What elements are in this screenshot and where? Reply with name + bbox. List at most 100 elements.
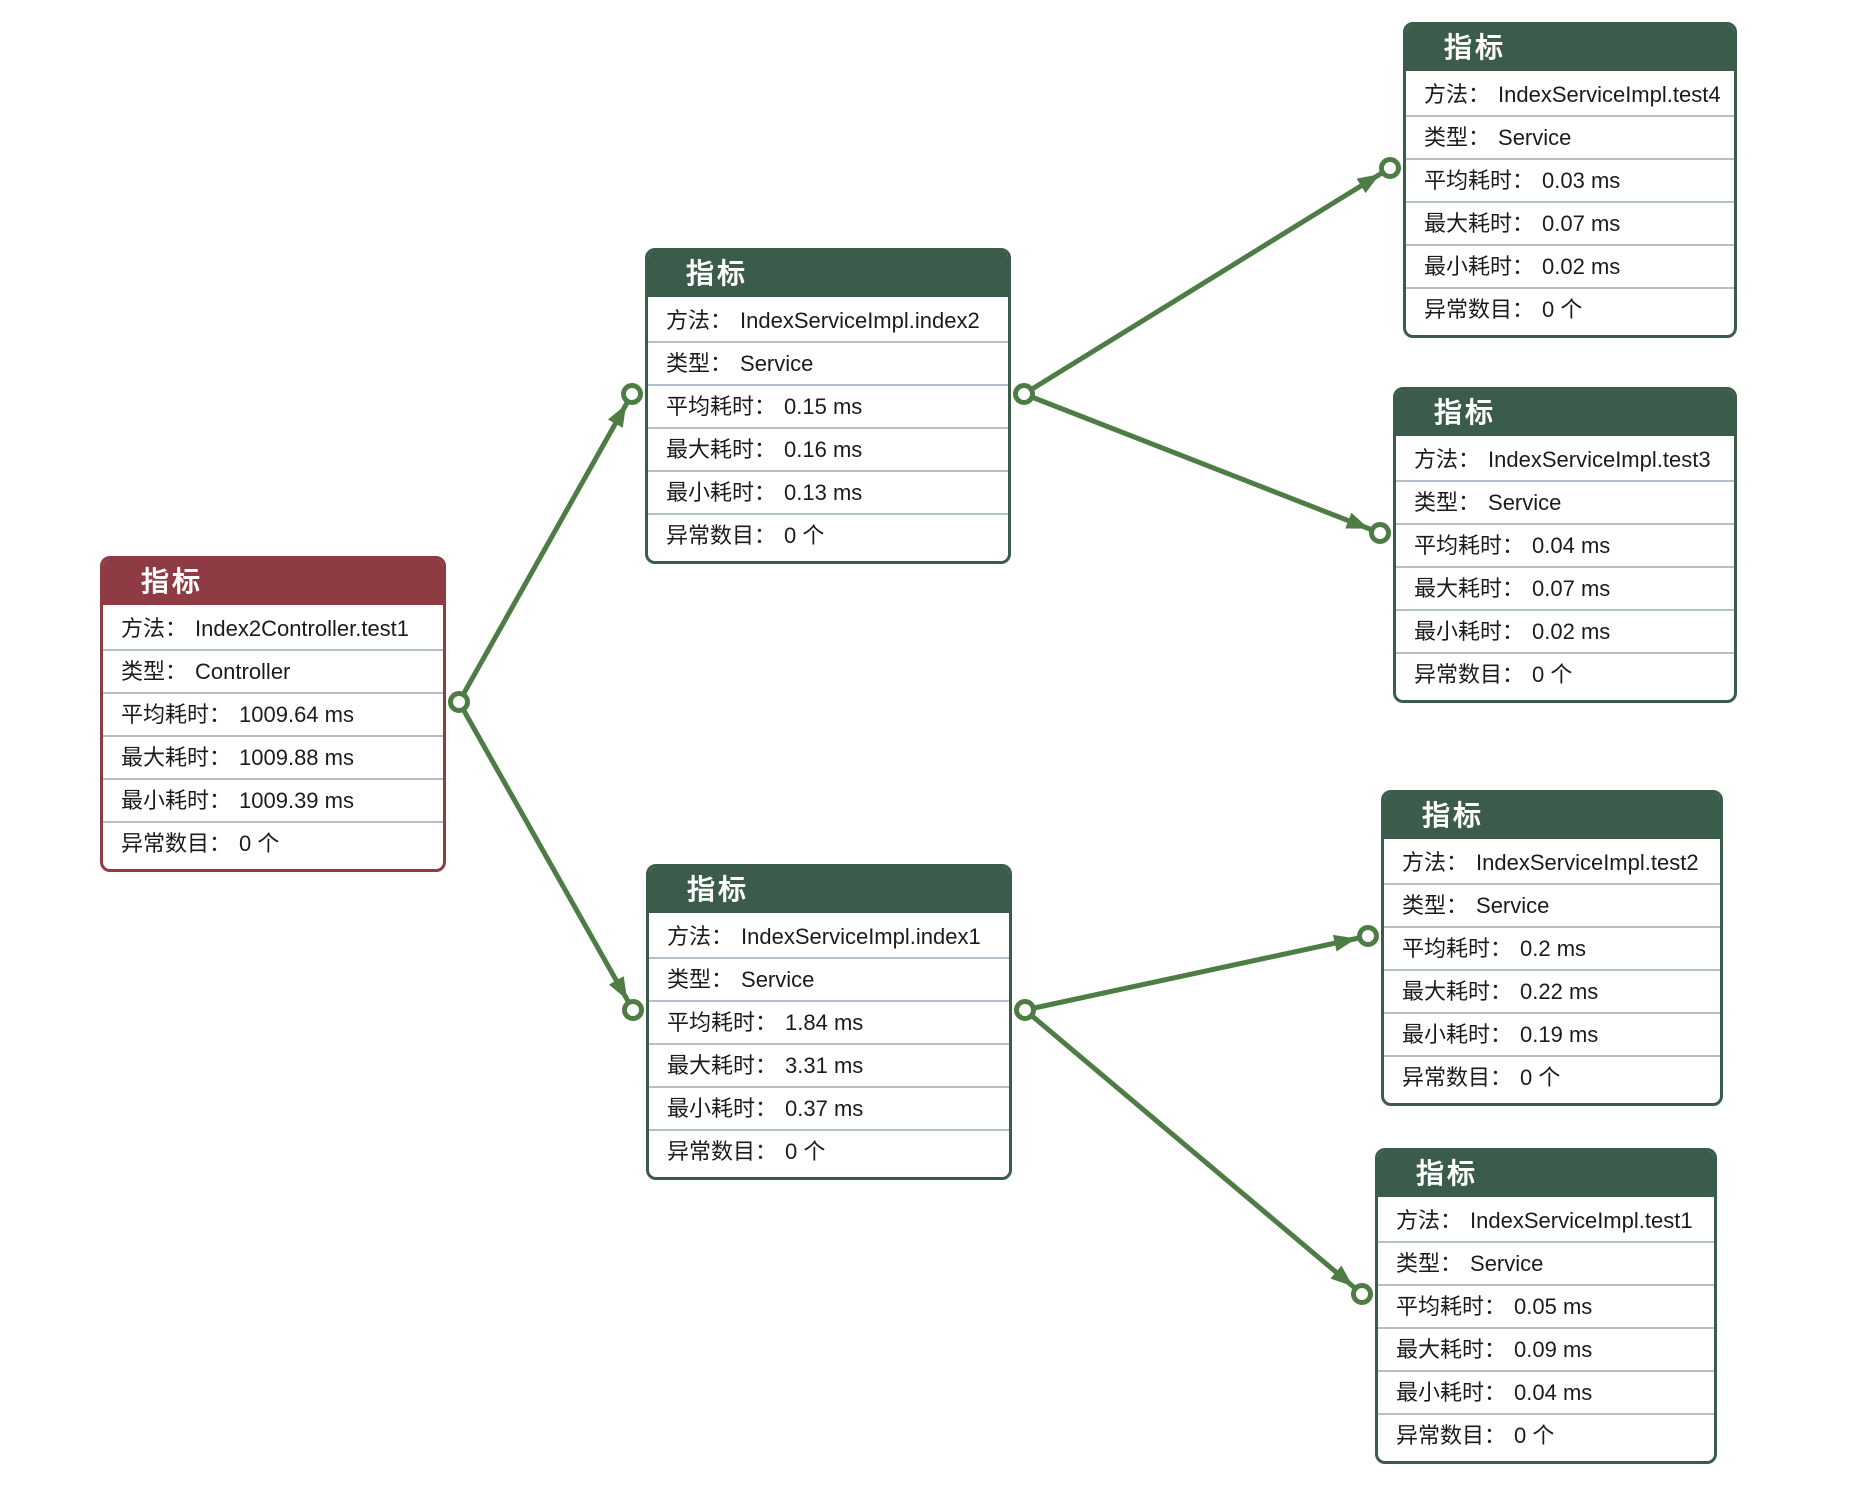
metric-value: 0 个 bbox=[784, 523, 825, 548]
metric-card-service-index2[interactable]: 指标 方法：IndexServiceImpl.index2 类型： Service… bbox=[645, 248, 1011, 564]
metric-value: IndexServiceImpl.test2 bbox=[1476, 850, 1699, 875]
metric-value: 0.19 ms bbox=[1520, 1022, 1599, 1047]
metric-label: 异常数目： bbox=[667, 1139, 778, 1164]
metric-label: 方法： bbox=[1414, 447, 1481, 472]
metric-row-avg: 平均耗时： 1.84 ms bbox=[649, 1002, 1009, 1045]
metric-label: 平均耗时： bbox=[667, 1010, 778, 1035]
card-body: 方法：IndexServiceImpl.test2 类型：Service 平均耗… bbox=[1384, 839, 1720, 1103]
metric-label: 平均耗时： bbox=[1424, 168, 1535, 193]
metric-label: 类型： bbox=[667, 967, 734, 992]
metric-value: 0.09 ms bbox=[1514, 1337, 1593, 1362]
metric-value: IndexServiceImpl.index1 bbox=[741, 924, 981, 949]
metric-value: 0 个 bbox=[1542, 297, 1583, 322]
metric-value: 0.04 ms bbox=[1514, 1380, 1593, 1405]
metric-row-method: 方法： Index2Controller.test1 bbox=[103, 608, 443, 651]
metric-row-method: 方法： IndexServiceImpl.index1 bbox=[649, 916, 1009, 959]
metric-label: 类型： bbox=[1396, 1251, 1463, 1276]
metric-label: 异常数目： bbox=[1414, 662, 1525, 687]
metric-row-avg: 平均耗时： 0.04 ms bbox=[1396, 525, 1734, 568]
metric-row-min: 最小耗时： 0.04 ms bbox=[1378, 1372, 1714, 1415]
metric-value: 1.84 ms bbox=[785, 1010, 864, 1035]
metric-row-avg: 平均耗时：1009.64 ms bbox=[103, 694, 443, 737]
metric-value: 0.2 ms bbox=[1520, 936, 1587, 961]
metric-label: 最大耗时： bbox=[1414, 576, 1525, 601]
metric-label: 异常数目： bbox=[1396, 1423, 1507, 1448]
metric-label: 方法： bbox=[1402, 850, 1469, 875]
metric-row-method: 方法：IndexServiceImpl.test1 bbox=[1378, 1200, 1714, 1243]
card-body: 方法：Index2Controller.test1 类型：Controller … bbox=[103, 605, 443, 869]
metric-label: 异常数目： bbox=[121, 831, 232, 856]
metric-row-avg: 平均耗时：0.05 ms bbox=[1378, 1286, 1714, 1329]
metric-value: 0.04 ms bbox=[1532, 533, 1611, 558]
metric-value: Service bbox=[741, 967, 815, 992]
metric-row-max: 最大耗时：0.16 ms bbox=[648, 429, 1008, 472]
card-title: 指标 bbox=[103, 559, 443, 605]
metric-value: 0 个 bbox=[1520, 1065, 1561, 1090]
metric-label: 方法： bbox=[121, 616, 188, 641]
metric-card-service-test2[interactable]: 指标 方法：IndexServiceImpl.test2 类型：Service … bbox=[1381, 790, 1723, 1106]
metric-value: 0.02 ms bbox=[1532, 619, 1611, 644]
metric-value: 0.13 ms bbox=[784, 480, 863, 505]
metric-value: IndexServiceImpl.test3 bbox=[1488, 447, 1711, 472]
metric-value: Service bbox=[740, 351, 814, 376]
metric-value: 0 个 bbox=[1532, 662, 1573, 687]
metric-row-errors: 异常数目：0 个 bbox=[1406, 289, 1734, 332]
metric-label: 最大耗时： bbox=[1424, 211, 1535, 236]
card-title: 指标 bbox=[1396, 390, 1734, 436]
metric-row-errors: 异常数目：0 个 bbox=[648, 515, 1008, 558]
metric-row-min: 最小耗时： 0.37 ms bbox=[649, 1088, 1009, 1131]
metric-card-service-test1[interactable]: 指标 方法：IndexServiceImpl.test1 类型：Service … bbox=[1375, 1148, 1717, 1464]
metric-card-service-index1[interactable]: 指标 方法： IndexServiceImpl.index1 类型： Service… bbox=[646, 864, 1012, 1180]
metric-value: Service bbox=[1470, 1251, 1544, 1276]
metric-card-service-test4[interactable]: 指标 方法：IndexServiceImpl.test4 类型：Service … bbox=[1403, 22, 1737, 338]
metric-row-errors: 异常数目：0 个 bbox=[649, 1131, 1009, 1174]
metric-card-service-test3[interactable]: 指标 方法：IndexServiceImpl.test3 类型：Service … bbox=[1393, 387, 1737, 703]
metric-row-avg: 平均耗时： 0.03 ms bbox=[1406, 160, 1734, 203]
metric-card-controller-test1[interactable]: 指标 方法： Index2Controller.test1 类型： Controll… bbox=[100, 556, 446, 872]
metric-label: 类型： bbox=[1424, 125, 1491, 150]
metric-row-max: 最大耗时：0.07 ms bbox=[1396, 568, 1734, 611]
metric-row-method: 方法：IndexServiceImpl.index2 bbox=[648, 300, 1008, 343]
card-title: 指标 bbox=[1384, 793, 1720, 839]
metric-value: 0 个 bbox=[1514, 1423, 1555, 1448]
metric-row-max: 最大耗时：1009.88 ms bbox=[103, 737, 443, 780]
metric-row-max: 最大耗时：3.31 ms bbox=[649, 1045, 1009, 1088]
metric-row-type: 类型： Controller bbox=[103, 651, 443, 694]
card-body: 方法：IndexServiceImpl.test3 类型：Service 平均耗… bbox=[1396, 436, 1734, 700]
metric-label: 类型： bbox=[1414, 490, 1481, 515]
metric-value: Service bbox=[1498, 125, 1572, 150]
metric-label: 最小耗时： bbox=[1402, 1022, 1513, 1047]
metric-value: 0.37 ms bbox=[785, 1096, 864, 1121]
metric-label: 类型： bbox=[121, 659, 188, 684]
metric-row-min: 最小耗时： 0.13 ms bbox=[648, 472, 1008, 515]
metric-value: 0.07 ms bbox=[1542, 211, 1621, 236]
metric-label: 平均耗时： bbox=[666, 394, 777, 419]
metric-label: 方法： bbox=[667, 924, 734, 949]
metric-value: IndexServiceImpl.index2 bbox=[740, 308, 980, 333]
metric-label: 最小耗时： bbox=[667, 1096, 778, 1121]
metric-value: Controller bbox=[195, 659, 291, 684]
metric-label: 方法： bbox=[1396, 1208, 1463, 1233]
metric-value: 0.02 ms bbox=[1542, 254, 1621, 279]
metric-value: Index2Controller.test1 bbox=[195, 616, 410, 641]
metric-value: 0.03 ms bbox=[1542, 168, 1621, 193]
metric-row-type: 类型：Service bbox=[1384, 885, 1720, 928]
metric-label: 平均耗时： bbox=[1396, 1294, 1507, 1319]
metric-value: 0.15 ms bbox=[784, 394, 863, 419]
card-body: 方法： IndexServiceImpl.index1 类型： Service 平均… bbox=[649, 913, 1009, 1177]
metric-row-max: 最大耗时：0.22 ms bbox=[1384, 971, 1720, 1014]
metric-value: 3.31 ms bbox=[785, 1053, 864, 1078]
metric-row-min: 最小耗时： 0.19 ms bbox=[1384, 1014, 1720, 1057]
card-title: 指标 bbox=[648, 251, 1008, 297]
metric-row-type: 类型： Service bbox=[649, 959, 1009, 1002]
card-body: 方法：IndexServiceImpl.index2 类型： Service 平均… bbox=[648, 297, 1008, 561]
metric-label: 类型： bbox=[666, 351, 733, 376]
metric-row-type: 类型： Service bbox=[1378, 1243, 1714, 1286]
metric-label: 最小耗时： bbox=[1396, 1380, 1507, 1405]
metric-label: 最小耗时： bbox=[666, 480, 777, 505]
metric-value: 0 个 bbox=[239, 831, 280, 856]
metric-label: 最小耗时： bbox=[121, 788, 232, 813]
card-title: 指标 bbox=[649, 867, 1009, 913]
metric-label: 平均耗时： bbox=[1414, 533, 1525, 558]
metric-row-errors: 异常数目： 0 个 bbox=[1378, 1415, 1714, 1458]
